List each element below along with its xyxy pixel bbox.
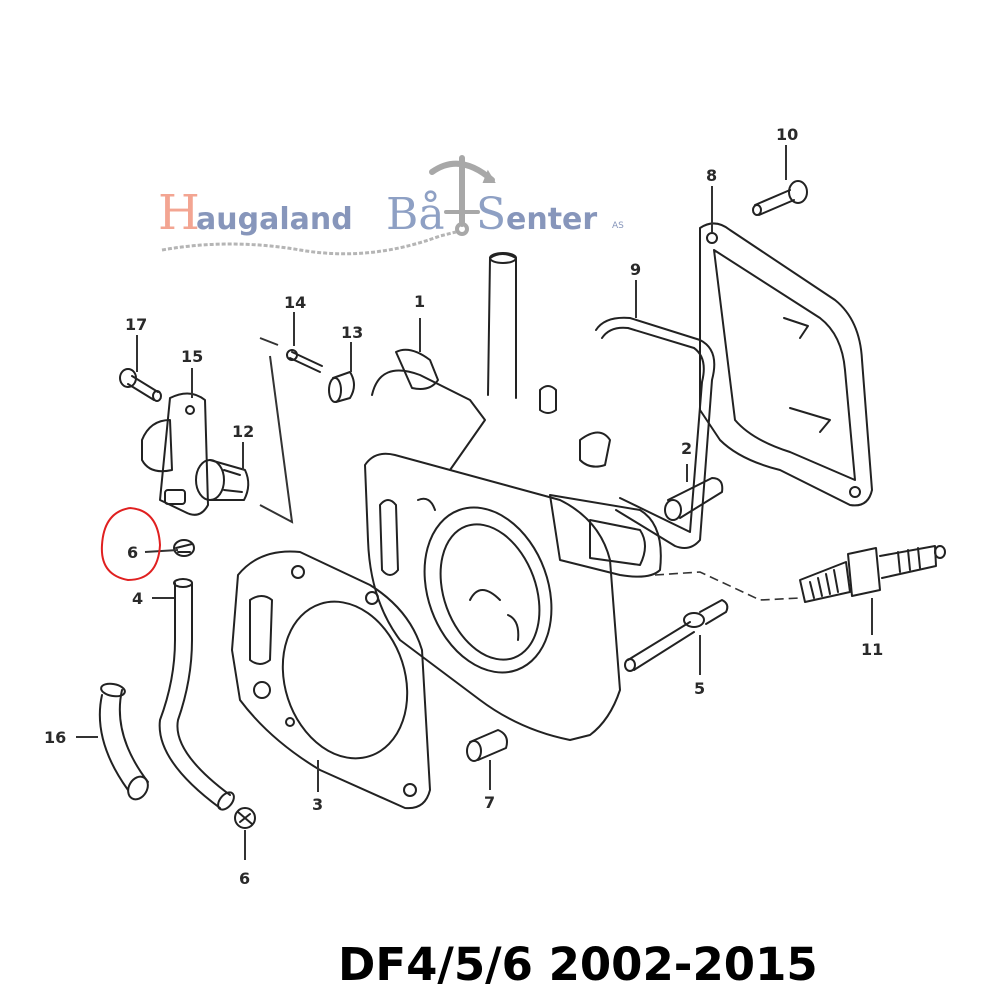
- part-number-labels: 1 2 3 4 5 6 6 7 8 9 10 11 12 13 14 15 16…: [44, 125, 883, 888]
- part-7-dowel: [466, 729, 508, 762]
- label-part-9: 9: [630, 260, 641, 279]
- label-part-2: 2: [681, 439, 692, 458]
- logo-word-haugaland: augaland: [196, 202, 353, 237]
- label-part-8: 8: [706, 166, 717, 185]
- part-6-hose-clamp-lower: [234, 807, 256, 829]
- part-5-bolt: [624, 599, 729, 672]
- part-3-head-gasket: [231, 550, 431, 810]
- company-logo: H augaland Bå S enter AS: [158, 155, 624, 256]
- spark-plug-link-line: [654, 571, 801, 601]
- model-title: DF4/5/6 2002-2015: [338, 938, 818, 991]
- part-12-thermostat: [195, 459, 250, 501]
- part-13-collar: [328, 371, 355, 403]
- part-16-hose: [98, 682, 149, 801]
- group-bracket-12: [259, 337, 294, 524]
- logo-suffix-as: AS: [612, 221, 624, 231]
- logo-word-baa: Bå: [386, 189, 445, 240]
- anchor-icon: [429, 155, 496, 236]
- label-part-4: 4: [132, 589, 143, 608]
- part-10-bolt: [752, 180, 808, 216]
- label-part-15: 15: [181, 347, 203, 366]
- part-15-thermostat-cover: [141, 392, 209, 516]
- logo-initial-s: S: [476, 189, 506, 240]
- label-part-16: 16: [44, 728, 66, 747]
- highlight-circle: [100, 507, 162, 582]
- label-part-12: 12: [232, 422, 254, 441]
- logo-word-senter: enter: [506, 202, 597, 237]
- part-11-spark-plug: [799, 545, 946, 603]
- part-4-water-hose: [158, 578, 235, 811]
- leader-lines: [76, 145, 873, 860]
- chain-decoration: [161, 230, 457, 256]
- label-part-3: 3: [312, 795, 323, 814]
- label-part-11: 11: [861, 640, 883, 659]
- label-part-14: 14: [284, 293, 306, 312]
- label-part-6-upper: 6: [127, 543, 138, 562]
- part-9-cover-gasket: [595, 316, 716, 549]
- label-part-7: 7: [484, 793, 495, 812]
- part-17-bolt: [119, 368, 162, 402]
- part-6-hose-clamp-upper: [173, 539, 195, 557]
- label-part-1: 1: [414, 292, 425, 311]
- label-part-13: 13: [341, 323, 363, 342]
- logo-initial-h: H: [158, 185, 200, 241]
- label-part-17: 17: [125, 315, 147, 334]
- part-2-dowel-pin: [664, 477, 724, 521]
- label-part-6-lower: 6: [239, 869, 250, 888]
- label-part-5: 5: [694, 679, 705, 698]
- part-14-bolt: [286, 349, 323, 373]
- part-8-head-cover: [699, 222, 873, 507]
- label-part-10: 10: [776, 125, 798, 144]
- part-1-cylinder-head: [364, 252, 662, 741]
